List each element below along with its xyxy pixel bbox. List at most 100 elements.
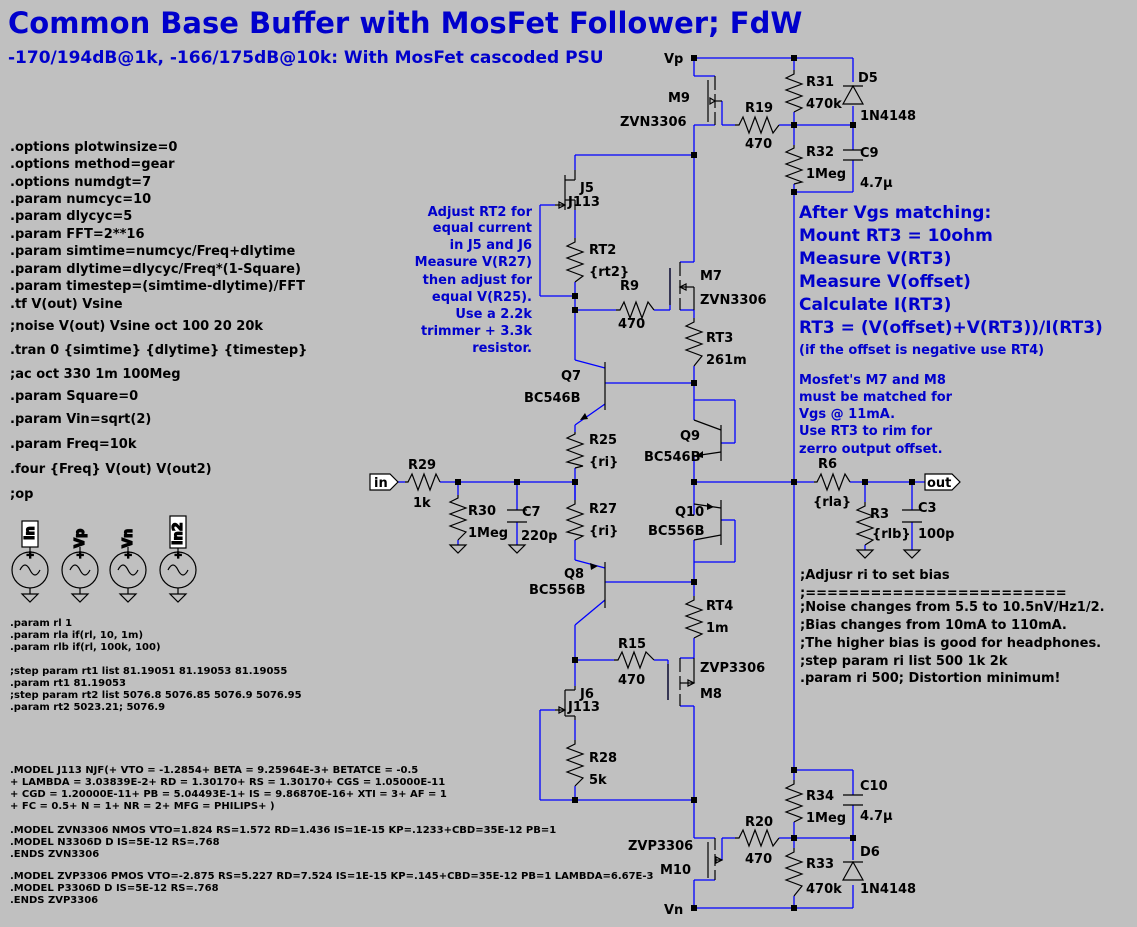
directive-line: ;op [10,487,33,502]
note-line: must be matched for [799,390,953,405]
q8-value: BC556B [529,583,586,598]
r25-value: {ri} [589,455,618,470]
directive-line: ;ac oct 330 1m 100Meg [10,367,181,382]
capacitor-c10 [843,794,863,806]
r27-name: R27 [589,502,617,517]
r34-name: R34 [806,789,834,804]
note-line: Measure V(R27) [415,255,532,270]
directive-line: .options numdgt=7 [10,175,151,190]
ground-symbols [449,544,921,559]
bjt-q9 [693,419,722,461]
source-in2: in2 + [159,515,197,603]
net-label-in-text: in [374,476,388,491]
note-small: (if the offset is negative use RT4) [799,343,1044,358]
mosfet-m10 [707,838,724,880]
note-line: trimmer + 3.3k [421,324,532,339]
source-vn: Vn + [109,528,147,603]
directive-line: .param dlytime=dlycyc/Freq*(1-Square) [10,262,301,277]
c3-value: 100p [918,527,954,542]
param-line: .param rlb if(rl, 100k, 100) [10,642,161,653]
r28-value: 5k [589,773,607,788]
rt3-value: 261m [706,353,747,368]
q7-value: BC546B [524,391,581,406]
resistor-r30 [448,495,468,541]
directive-line: .param Vin=sqrt(2) [10,412,151,427]
resistor-r28 [565,740,585,787]
voltage-sources: in + Vp + Vn + [11,515,197,603]
bias-line: ;Adjusr ri to set bias [800,568,950,583]
bias-line: ;======================== [800,586,1067,601]
q9-name: Q9 [680,429,700,444]
spice-models: .MODEL J113 NJF(+ VTO = -1.2854+ BETA = … [10,765,654,906]
m7-name: M7 [700,269,722,284]
note-line: Vgs @ 11mA. [799,407,895,422]
directive-line: ;noise V(out) Vsine oct 100 20 20k [10,319,263,334]
mosfet-match-note: Mosfet's M7 and M8 must be matched for V… [799,373,953,457]
note-line: Calculate I(RT3) [799,295,951,315]
bias-line: ;Bias changes from 10mA to 110mA. [800,618,1067,633]
d6-value: 1N4148 [860,882,916,897]
note-line: equal current [433,221,532,236]
transistor-symbols [555,76,724,880]
capacitor-c9 [843,149,863,161]
c9-value: 4.7µ [860,176,893,191]
capacitor-c7 [507,509,527,523]
model-line: .ENDS ZVN3306 [10,849,99,860]
directive-line: .four {Freq} V(out) V(out2) [10,462,212,477]
resistor-r29 [405,472,441,492]
note-line: Use a 2.2k [455,307,532,322]
directive-line: .tf V(out) Vsine [10,297,123,312]
svg-text:+: + [124,550,132,561]
r33-value: 470k [806,882,842,897]
resistor-r20 [735,828,780,848]
diode-symbols [841,84,865,881]
rt2-name: RT2 [589,243,616,258]
resistor-r15 [614,650,655,670]
source-in: in + [11,520,49,603]
r33-name: R33 [806,857,834,872]
d5-name: D5 [858,71,878,86]
note-line: resistor. [472,341,532,356]
net-label-in: in [369,473,399,491]
q8-name: Q8 [564,567,584,582]
r32-name: R32 [806,145,834,160]
m9-name: M9 [668,91,690,106]
j6-value: J113 [567,700,600,715]
source-vp: Vp + [61,528,99,603]
capacitor-symbols [507,149,922,806]
schematic-subtitle: -170/194dB@1k, -166/175dB@10k: With MosF… [8,48,604,68]
capacitor-c3 [902,509,922,523]
model-line: .MODEL J113 NJF(+ VTO = -1.2854+ BETA = … [10,765,418,776]
note-line: equal V(R25). [432,290,532,305]
directive-line: .param numcyc=10 [10,192,151,207]
note-line: then adjust for [423,273,533,288]
resistor-r34 [784,780,804,823]
model-line: + LAMBDA = 3.03839E-2+ RD = 1.30170+ RS … [10,777,445,788]
source-label: Vp [73,529,88,548]
r30-value: 1Meg [468,526,508,541]
note-line: Use RT3 to rim for [799,424,933,439]
r34-value: 1Meg [806,811,846,826]
r9-value: 470 [618,317,645,332]
directive-line: .param timestep=(simtime-dlytime)/FFT [10,279,305,294]
mosfet-m9 [707,76,722,125]
directive-line: .options method=gear [10,157,175,172]
directive-line: .param dlycyc=5 [10,209,132,224]
bias-notes: ;Adjusr ri to set bias ;================… [800,568,1105,686]
bias-line: ;Noise changes from 5.5 to 10.5nV/Hz1/2. [800,600,1105,615]
m10-name: M10 [660,863,691,878]
schematic-title: Common Base Buffer with MosFet Follower;… [8,6,802,40]
resistor-rt2 [565,238,585,283]
m8-name: M8 [700,687,722,702]
directive-line: .param simtime=numcyc/Freq+dlytime [10,244,296,259]
r9-name: R9 [620,279,639,294]
r29-value: 1k [413,496,431,511]
r3-value: {rlb} [872,527,911,542]
r28-name: R28 [589,751,617,766]
note-line: zerro output offset. [799,442,943,457]
directive-line: .param Freq=10k [10,437,137,452]
note-line: Mount RT3 = 10ohm [799,226,993,246]
resistor-rt4 [684,596,704,639]
rt2-value: {rt2} [589,265,629,280]
